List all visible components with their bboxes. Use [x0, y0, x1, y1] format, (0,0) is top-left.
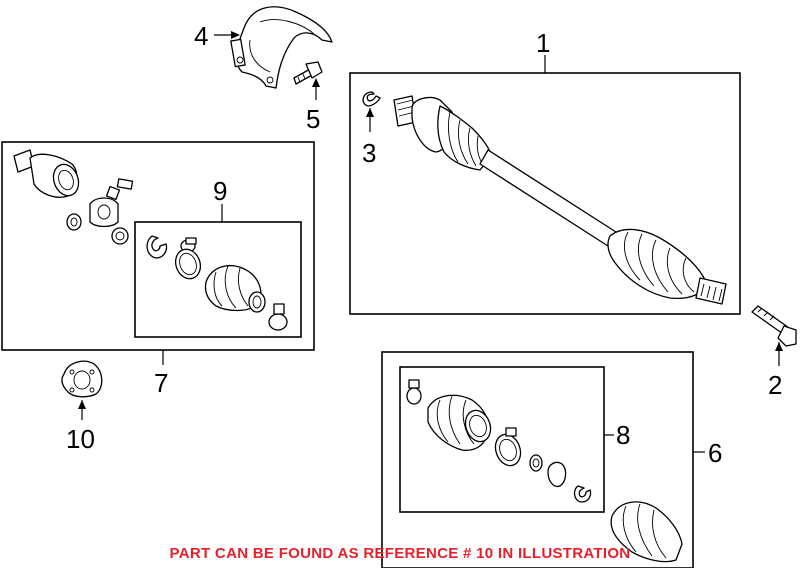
group-box-9 — [134, 221, 302, 338]
leader-10-arrow — [78, 400, 86, 409]
heat-shield — [230, 6, 333, 89]
leader-2-arrow — [775, 342, 783, 351]
outer-boot-kit-parts — [406, 379, 592, 503]
callout-1: 1 — [536, 28, 550, 58]
callout-8: 8 — [616, 420, 630, 450]
callout-4: 4 — [194, 21, 208, 51]
callout-3: 3 — [362, 138, 376, 168]
group-box-8 — [399, 366, 605, 513]
reference-note: PART CAN BE FOUND AS REFERENCE # 10 IN I… — [170, 545, 631, 562]
callout-10: 10 — [66, 424, 95, 454]
callout-5: 5 — [306, 104, 320, 134]
inner-boot-kit-parts — [146, 235, 288, 331]
group-box-6 — [381, 351, 694, 568]
leader-4-arrow — [231, 31, 240, 39]
axle-bolt — [751, 305, 797, 347]
axle-shaft-assembly — [393, 95, 727, 305]
callout-7: 7 — [154, 368, 168, 398]
group-box-7 — [1, 141, 315, 351]
flange-plate — [61, 360, 103, 398]
callout-6: 6 — [708, 438, 722, 468]
shield-bolt — [293, 61, 323, 85]
snap-ring — [362, 91, 381, 107]
inner-joint-parts — [13, 149, 134, 245]
leader-3-arrow — [366, 108, 374, 117]
callout-9: 9 — [213, 176, 227, 206]
outer-joint-parts — [610, 501, 683, 563]
callout-2: 2 — [768, 370, 782, 400]
leader-5-arrow — [312, 78, 320, 87]
